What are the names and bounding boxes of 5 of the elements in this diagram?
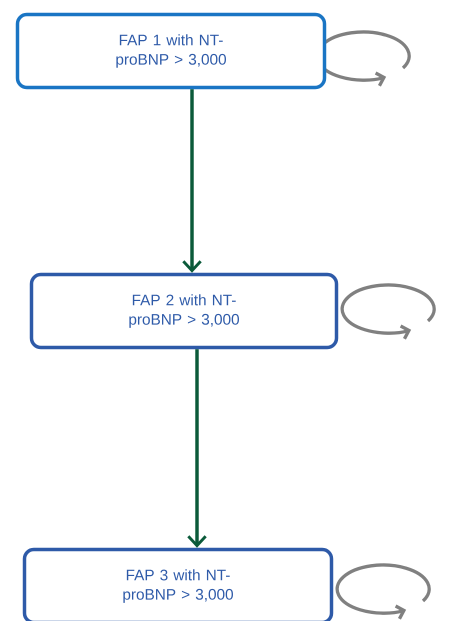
process-box: FAP 1 with NT-proBNP > 3,000 [16,12,326,90]
arrow [182,89,202,273]
arrow [187,349,207,548]
process-box: FAP 3 with NT-proBNP > 3,000 [22,548,334,621]
process-box: FAP 2 with NT-proBNP > 3,000 [30,272,338,350]
